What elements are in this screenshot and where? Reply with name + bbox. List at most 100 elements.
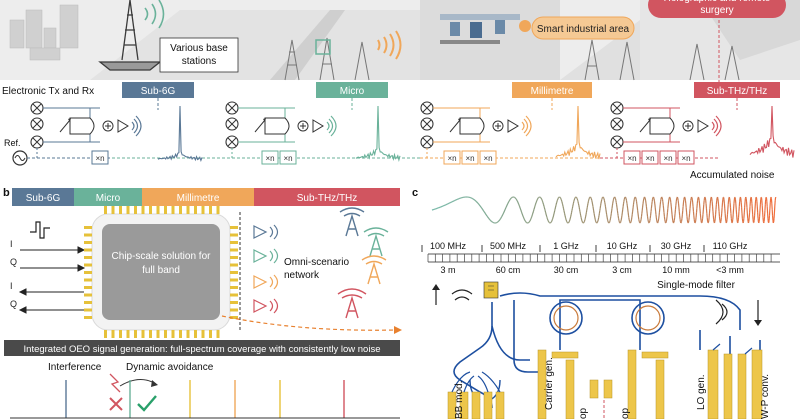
multiplier-label: ×n xyxy=(663,154,672,163)
filter-label: Single-mode filter xyxy=(657,280,735,291)
ring-resonator-icon xyxy=(631,301,665,335)
multiplier-label: ×n xyxy=(95,154,104,163)
mixer-icon xyxy=(610,117,624,131)
chip-pin xyxy=(84,226,92,229)
chip-pin xyxy=(84,241,92,244)
panel-b: b Sub-6G Micro Millimetre Sub-THz/THz I … xyxy=(3,187,402,419)
chip-pin xyxy=(230,226,238,229)
tower-icon xyxy=(584,39,635,81)
tower-icon xyxy=(339,207,365,237)
svg-text:Millimetre: Millimetre xyxy=(177,193,220,204)
tower-icon xyxy=(361,255,387,285)
chip-pin xyxy=(84,286,92,289)
chip-pin xyxy=(171,206,175,214)
band-tag-millimetre: Millimetre xyxy=(512,82,592,98)
multiplier-label: ×n xyxy=(265,154,274,163)
chip-pin xyxy=(179,206,182,214)
avoidance-arrow-icon xyxy=(119,379,157,387)
chip-pin xyxy=(104,330,107,338)
gold-pad xyxy=(483,391,493,419)
ring-resonator-icon xyxy=(549,301,583,335)
multiplier-label: ×n xyxy=(447,154,456,163)
chip-pin xyxy=(201,206,205,214)
io-label: I xyxy=(10,281,13,291)
up-arrow-icon xyxy=(432,284,440,290)
chirp-wave xyxy=(431,196,777,224)
chip-pin xyxy=(209,330,212,338)
highlight-box xyxy=(315,39,331,55)
chip-pin xyxy=(164,330,167,338)
building-icon xyxy=(9,4,79,61)
chip-pin xyxy=(126,330,130,338)
chip-pin xyxy=(230,233,238,237)
gold-pad xyxy=(589,379,599,399)
chip-pin xyxy=(84,293,92,297)
svg-text:Micro: Micro xyxy=(96,193,121,204)
svg-text:Sub-6G: Sub-6G xyxy=(26,193,61,204)
wavelength-label: 3 cm xyxy=(612,265,632,275)
band-tag-thz: Sub-THz/THz xyxy=(694,82,780,98)
tower-icon xyxy=(337,288,367,319)
svg-text:Sub-THz/THz: Sub-THz/THz xyxy=(707,86,768,97)
tower-icon xyxy=(98,0,162,71)
gold-pad xyxy=(627,349,637,419)
accumulated-noise-label: Accumulated noise xyxy=(690,170,775,181)
svg-text:Sub-THz/THz: Sub-THz/THz xyxy=(297,193,358,204)
chip-pin xyxy=(84,263,92,267)
tag-leader-lines xyxy=(157,98,738,110)
wavelength-label: 3 m xyxy=(440,265,455,275)
network-text: Omni-scenario network xyxy=(284,257,350,281)
chip-pin xyxy=(216,206,220,214)
chip-pin xyxy=(84,256,92,259)
tx-units xyxy=(30,101,722,158)
component-label: BB mod. xyxy=(454,381,465,419)
amplifier-icon xyxy=(507,119,519,133)
chip-pin xyxy=(84,301,92,304)
tx-antenna-icon xyxy=(253,224,279,240)
wavelength-label: <3 mm xyxy=(716,265,744,275)
txrx-unit xyxy=(420,101,532,158)
multiplier-block: ×n xyxy=(261,150,279,165)
iq-arrows xyxy=(18,246,86,314)
gold-pad xyxy=(641,351,669,359)
multiplier-block: ×n xyxy=(641,150,659,165)
chip-pin xyxy=(209,206,212,214)
panel-b-label: b xyxy=(3,187,10,199)
multiplier-block: ×n xyxy=(659,150,677,165)
callout-surgery: Holographic and remote surgery xyxy=(648,0,786,18)
chip-pin xyxy=(126,206,130,214)
tx-antenna-icon xyxy=(253,298,279,314)
multipliers: ×n×n×n×n×n×n×n×n×n×n xyxy=(91,150,695,165)
wavelength-label: 30 cm xyxy=(554,265,579,275)
gold-pad xyxy=(565,359,575,419)
component-label: W-P conv. xyxy=(760,374,771,419)
chip-pin xyxy=(186,330,190,338)
gold-pad xyxy=(471,391,481,419)
component-label: op xyxy=(620,407,631,419)
callout-surgery-text: Holographic and remote surgery xyxy=(664,0,771,16)
mixer-icon xyxy=(420,117,434,131)
svg-text:Sub-6G: Sub-6G xyxy=(141,86,176,97)
freq-label: 10 GHz xyxy=(607,241,638,251)
txrx-unit xyxy=(225,101,337,158)
chip-pin xyxy=(84,316,92,319)
banner xyxy=(4,340,400,356)
chip-die xyxy=(102,224,220,320)
gold-pad xyxy=(537,349,547,419)
amplifier-icon xyxy=(312,119,324,133)
panel-c-label: c xyxy=(412,187,418,199)
chip-pin xyxy=(179,330,182,338)
chip-pin xyxy=(119,206,122,214)
chip-pin xyxy=(149,206,152,214)
tx-antenna-icon xyxy=(253,248,279,264)
factory-robot-icon xyxy=(440,14,531,44)
freq-label: 100 MHz xyxy=(430,241,467,251)
chip-pin xyxy=(149,330,152,338)
multiplier-label: ×n xyxy=(483,154,492,163)
chip-pin xyxy=(194,206,197,214)
pulse-icon xyxy=(30,221,50,239)
chip-pin xyxy=(186,206,190,214)
banner-text: Integrated OEO signal generation: full-s… xyxy=(24,344,381,355)
